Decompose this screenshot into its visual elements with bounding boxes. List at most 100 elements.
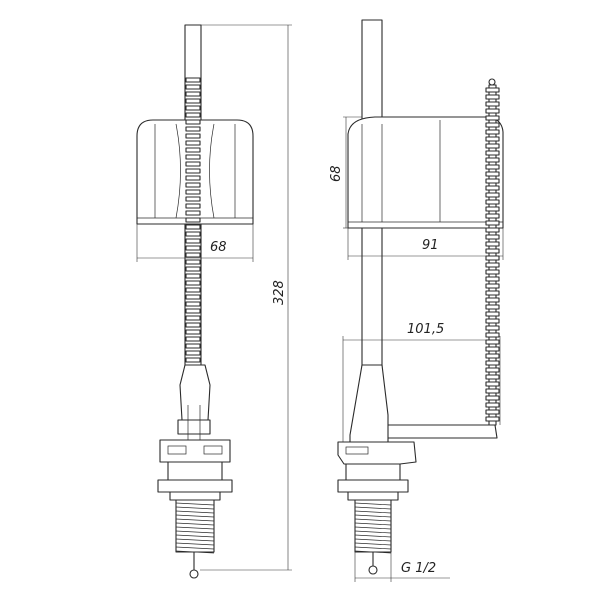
serration-notch — [185, 238, 201, 244]
serration-notch — [185, 182, 201, 188]
serration-notch — [485, 87, 500, 93]
thread-line — [354, 546, 392, 550]
front-thread-lines — [175, 502, 215, 554]
serration-notch — [185, 322, 201, 328]
serration-notch — [485, 381, 500, 387]
serration-notch — [185, 343, 201, 349]
thread-line — [175, 546, 215, 550]
serration-notch — [485, 171, 500, 177]
side-tip — [368, 565, 378, 575]
front-float-line — [175, 123, 181, 219]
serration-notch — [485, 206, 500, 212]
side-rod-shaft — [488, 84, 497, 426]
serration-notch — [485, 332, 500, 338]
serration-notch — [185, 147, 201, 153]
serration-notch — [485, 115, 500, 121]
serration-notch — [485, 143, 500, 149]
thread-line — [354, 506, 392, 510]
side-reach-label: 101,5 — [407, 322, 444, 337]
thread-line — [175, 502, 215, 506]
serration-notch — [185, 126, 201, 132]
side-height-label: 68 — [329, 165, 344, 182]
serration-notch — [485, 94, 500, 100]
serration-notch — [185, 245, 201, 251]
serration-notch — [485, 248, 500, 254]
thread-line — [354, 534, 392, 538]
front-valve-base — [167, 461, 223, 481]
front-dimensions: 68 328 — [136, 24, 292, 571]
side-nut-lower — [347, 491, 399, 501]
serration-notch — [185, 217, 201, 223]
serration-notch — [185, 210, 201, 216]
serration-notch — [485, 150, 500, 156]
serration-notch — [185, 259, 201, 265]
side-view — [337, 19, 504, 575]
thread-line — [354, 542, 392, 546]
total-height-label: 328 — [272, 280, 287, 305]
serration-notch — [185, 154, 201, 160]
serration-notch — [185, 273, 201, 279]
serration-notch — [185, 301, 201, 307]
side-valve-head — [337, 441, 417, 465]
thread-label: G 1/2 — [401, 561, 436, 576]
front-valve-body — [179, 364, 211, 421]
serration-notch — [185, 294, 201, 300]
serration-notch — [485, 101, 500, 107]
thread-line — [354, 522, 392, 526]
serration-notch — [185, 84, 201, 90]
serration-notch — [485, 339, 500, 345]
thread-line — [175, 522, 215, 526]
front-float-line — [209, 123, 215, 219]
serration-notch — [185, 175, 201, 181]
serration-notch — [485, 241, 500, 247]
serration-notch — [185, 287, 201, 293]
thread-line — [354, 526, 392, 530]
thread-line — [175, 514, 215, 518]
serration-notch — [185, 350, 201, 356]
side-valve-base — [345, 463, 401, 481]
front-nut-lower — [169, 491, 221, 501]
serration-notch — [485, 388, 500, 394]
serration-notch — [485, 276, 500, 282]
thread-line — [175, 510, 215, 514]
serration-notch — [485, 262, 500, 268]
front-nut — [157, 479, 233, 493]
serration-notch — [185, 119, 201, 125]
serration-notch — [185, 308, 201, 314]
serration-notch — [485, 325, 500, 331]
serration-notch — [485, 136, 500, 142]
serration-notch — [485, 409, 500, 415]
thread-line — [175, 526, 215, 530]
serration-notch — [485, 402, 500, 408]
serration-notch — [185, 280, 201, 286]
serration-notch — [485, 157, 500, 163]
side-valve-body — [349, 364, 389, 443]
thread-line — [354, 514, 392, 518]
serration-notch — [485, 346, 500, 352]
thread-line — [175, 530, 215, 534]
serration-notch — [485, 360, 500, 366]
serration-notch — [185, 329, 201, 335]
serration-notch — [185, 161, 201, 167]
thread-line — [175, 542, 215, 546]
serration-notch — [485, 178, 500, 184]
side-nut — [337, 479, 409, 493]
serration-notch — [485, 304, 500, 310]
thread-line — [175, 538, 215, 542]
serration-notch — [185, 196, 201, 202]
serration-notch — [185, 189, 201, 195]
serration-notch — [185, 98, 201, 104]
serration-notch — [485, 416, 500, 422]
serration-notch — [485, 374, 500, 380]
serration-notch — [485, 290, 500, 296]
side-width-label: 91 — [422, 238, 439, 253]
serration-notch — [185, 133, 201, 139]
front-valve-lever — [177, 419, 211, 435]
serration-notch — [485, 234, 500, 240]
serration-notch — [485, 213, 500, 219]
serration-notch — [485, 227, 500, 233]
serration-notch — [485, 353, 500, 359]
serration-notch — [485, 297, 500, 303]
serration-notch — [485, 395, 500, 401]
side-thread-lines — [354, 502, 392, 554]
